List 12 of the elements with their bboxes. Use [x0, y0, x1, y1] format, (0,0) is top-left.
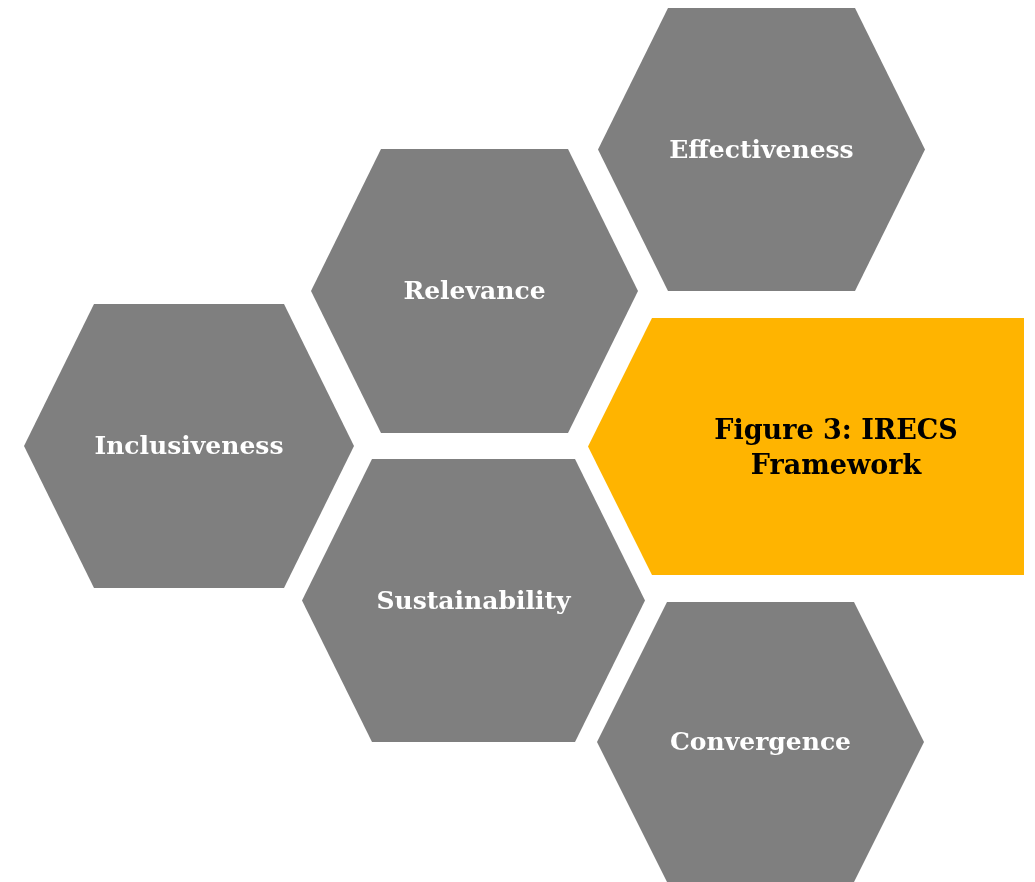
hexagon-tile	[598, 8, 925, 291]
figure-title: Figure 3: IRECS Framework	[713, 412, 959, 482]
tile-label: Relevance	[403, 274, 546, 307]
pentagon-banner	[588, 318, 1024, 575]
hexagon-tile	[24, 304, 354, 588]
tile-label: Inclusiveness	[94, 429, 284, 462]
tile-label: Convergence	[669, 725, 851, 758]
hexagon-tile	[302, 459, 645, 742]
tile-label: Effectiveness	[669, 133, 854, 166]
hexagon-tile	[597, 602, 924, 882]
tile-label: Sustainability	[376, 584, 571, 617]
hexagon-tile	[311, 149, 638, 433]
